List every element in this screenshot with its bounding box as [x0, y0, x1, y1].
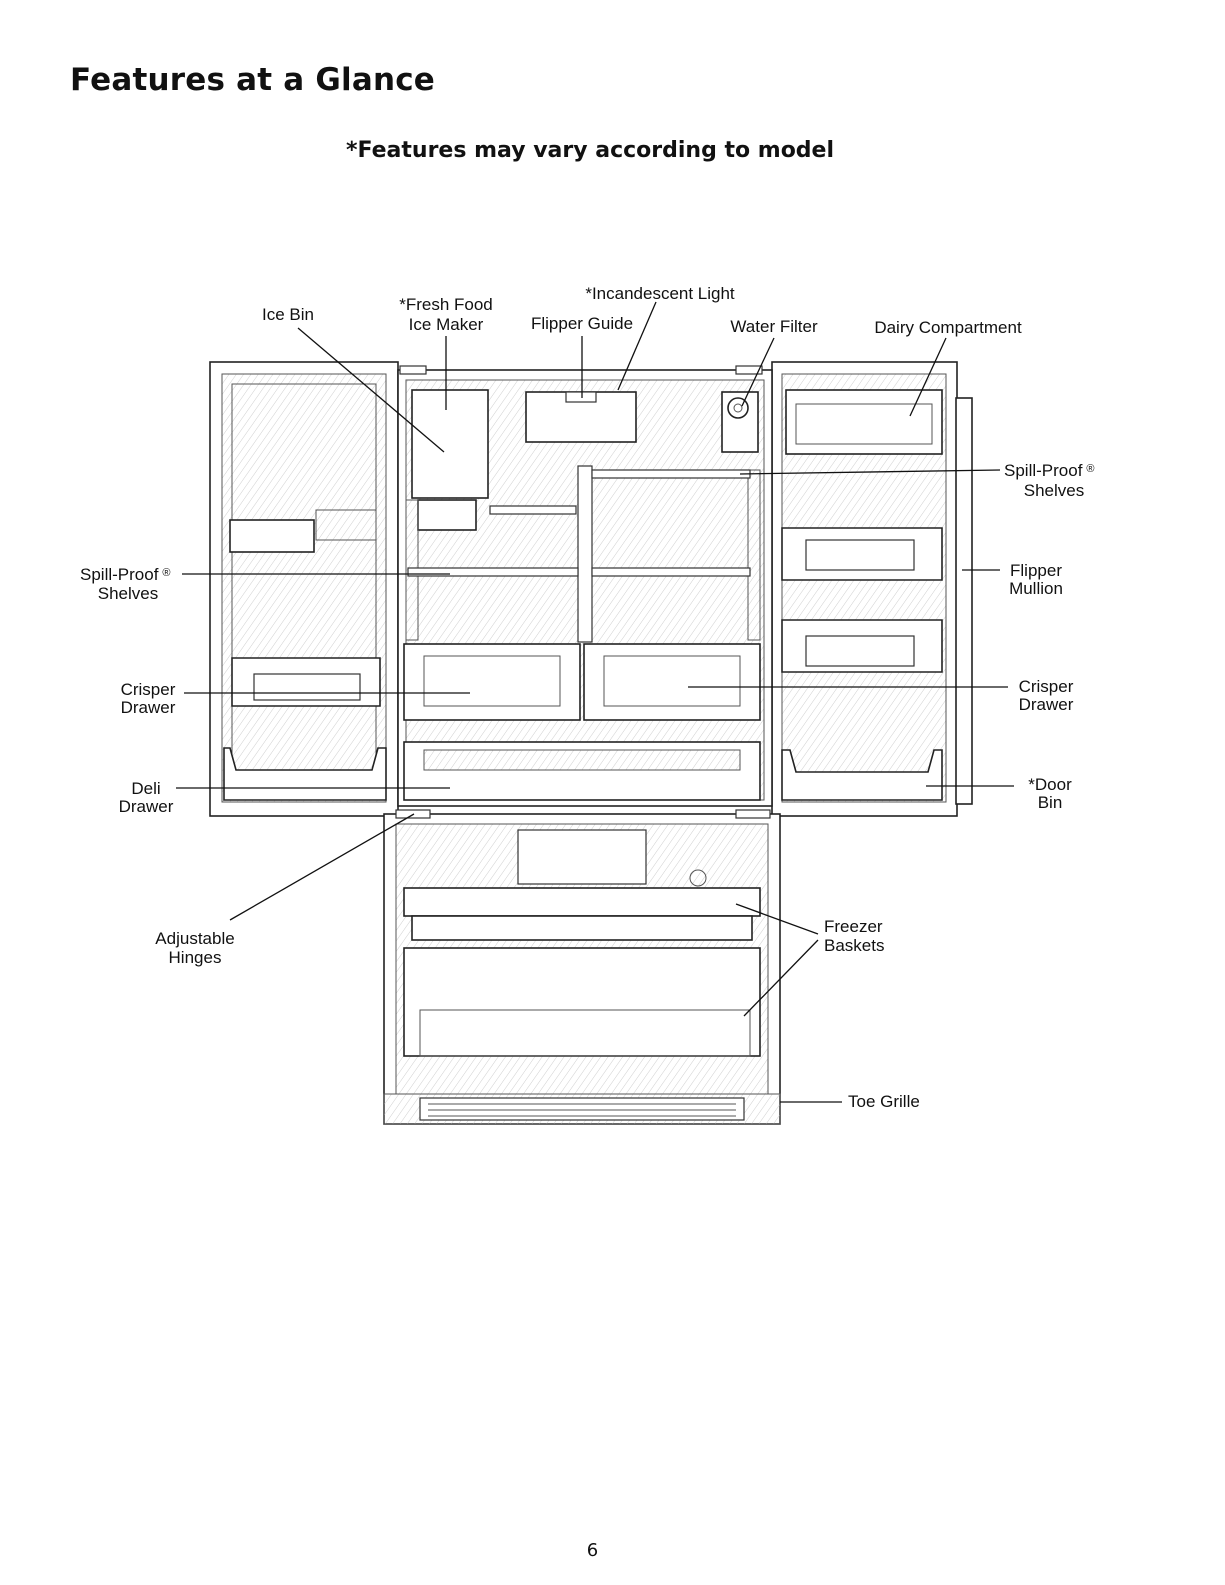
ice-dispenser-chute — [229, 519, 315, 553]
spill-proof-shelf-upper — [591, 469, 751, 479]
toe-grille — [419, 1097, 745, 1121]
label-freezer-baskets-line1: Freezer — [824, 917, 883, 936]
leader-lines — [176, 301, 1014, 1103]
incandescent-light — [565, 391, 597, 403]
label-door-bin-line1: *Door — [1028, 775, 1072, 794]
label-adjustable-hinges-line2: Hinges — [169, 948, 222, 967]
label-spill-proof-left-line1: Spill-Proof® — [80, 565, 171, 584]
label-toe-grille: Toe Grille — [848, 1092, 920, 1111]
label-flipper-mullion-line1: Flipper — [1010, 561, 1062, 580]
page-title: Features at a Glance — [70, 62, 436, 98]
label-fresh-food-ice-maker-line1: *Fresh Food — [399, 295, 493, 314]
label-crisper-right-line1: Crisper — [1019, 677, 1074, 696]
freezer — [383, 813, 781, 1125]
label-deli-drawer-line1: Deli — [131, 779, 160, 798]
freezer-basket-upper — [403, 887, 761, 941]
label-freezer-baskets-line2: Baskets — [824, 936, 884, 955]
label-crisper-left-line2: Drawer — [121, 698, 176, 717]
flipper-mullion — [955, 397, 973, 805]
crisper-drawer-right — [583, 643, 761, 721]
spill-proof-shelf-left — [407, 567, 579, 577]
label-spill-proof-left-line2: Shelves — [98, 584, 158, 603]
label-crisper-left-line1: Crisper — [121, 680, 176, 699]
hinge-top-left — [399, 365, 427, 375]
label-dairy-compartment: Dairy Compartment — [874, 318, 1022, 337]
hinge-top-right — [735, 365, 763, 375]
page-subtitle: *Features may vary according to model — [345, 138, 835, 163]
left-door-bin — [223, 747, 387, 801]
left-door — [209, 361, 399, 817]
label-spill-proof-right-line1: Spill-Proof® — [1004, 461, 1095, 480]
crisper-drawer-left — [403, 643, 581, 721]
label-adjustable-hinges-line1: Adjustable — [155, 929, 234, 948]
label-ice-bin: Ice Bin — [262, 305, 314, 324]
label-crisper-right-line2: Drawer — [1019, 695, 1074, 714]
right-door-bin — [781, 749, 943, 801]
label-deli-drawer-line2: Drawer — [119, 797, 174, 816]
dairy-compartment — [785, 389, 943, 455]
label-water-filter: Water Filter — [730, 317, 818, 336]
label-door-bin-line2: Bin — [1038, 793, 1063, 812]
label-fresh-food-ice-maker-line2: Ice Maker — [409, 315, 484, 334]
label-incandescent-light: *Incandescent Light — [585, 284, 735, 303]
label-spill-proof-right-line2: Shelves — [1024, 481, 1084, 500]
ice-maker — [411, 389, 489, 499]
freezer-basket-lower — [403, 947, 761, 1057]
label-flipper-mullion-line2: Mullion — [1009, 579, 1063, 598]
fresh-food-cabinet — [397, 369, 773, 807]
label-flipper-guide: Flipper Guide — [531, 314, 633, 333]
page-number: 6 — [586, 1540, 599, 1561]
spill-proof-shelf-right — [591, 567, 751, 577]
hinge-bottom-right — [735, 809, 771, 819]
right-door — [771, 361, 973, 817]
